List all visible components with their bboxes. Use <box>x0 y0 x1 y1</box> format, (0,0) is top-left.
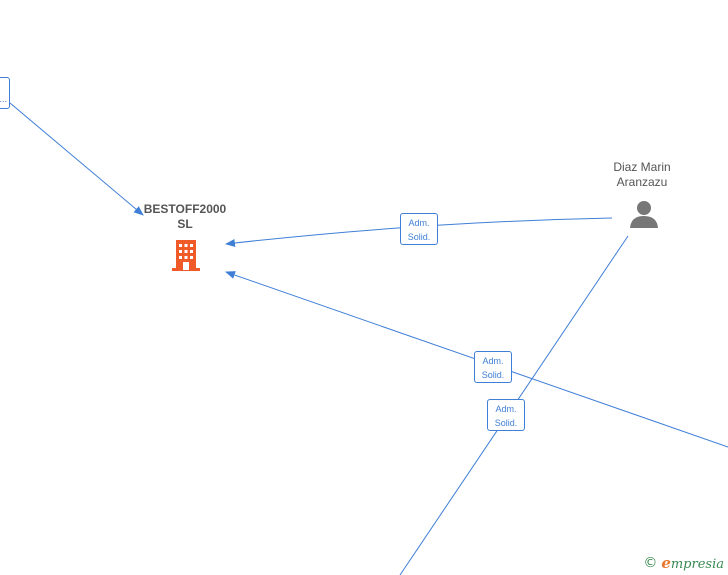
company-name-line1: BESTOFF2000 <box>143 202 227 216</box>
building-icon[interactable] <box>170 238 202 272</box>
company-name-line2: SL <box>177 217 193 231</box>
person-icon[interactable] <box>629 199 659 229</box>
offscreen-edge-badge[interactable]: ... <box>0 77 10 109</box>
copyright-icon: © <box>643 555 658 571</box>
person-node-label[interactable]: Diaz Marin Aranzazu <box>598 160 686 190</box>
brand-name: mpresia <box>670 557 724 572</box>
edge-offscreen-to-company <box>9 102 144 216</box>
brand-initial: e <box>661 554 671 572</box>
empresia-watermark: © empresia <box>643 554 724 572</box>
person-name-line1: Diaz Marin <box>613 160 671 174</box>
company-node-label[interactable]: BESTOFF2000 SL <box>138 202 232 232</box>
edge-role-badge[interactable]: Adm. Solid. <box>487 399 525 431</box>
edge-role-badge[interactable]: Adm. Solid. <box>474 351 512 383</box>
edge-role-badge[interactable]: Adm. Solid. <box>400 213 438 245</box>
person-name-line2: Aranzazu <box>616 175 668 189</box>
